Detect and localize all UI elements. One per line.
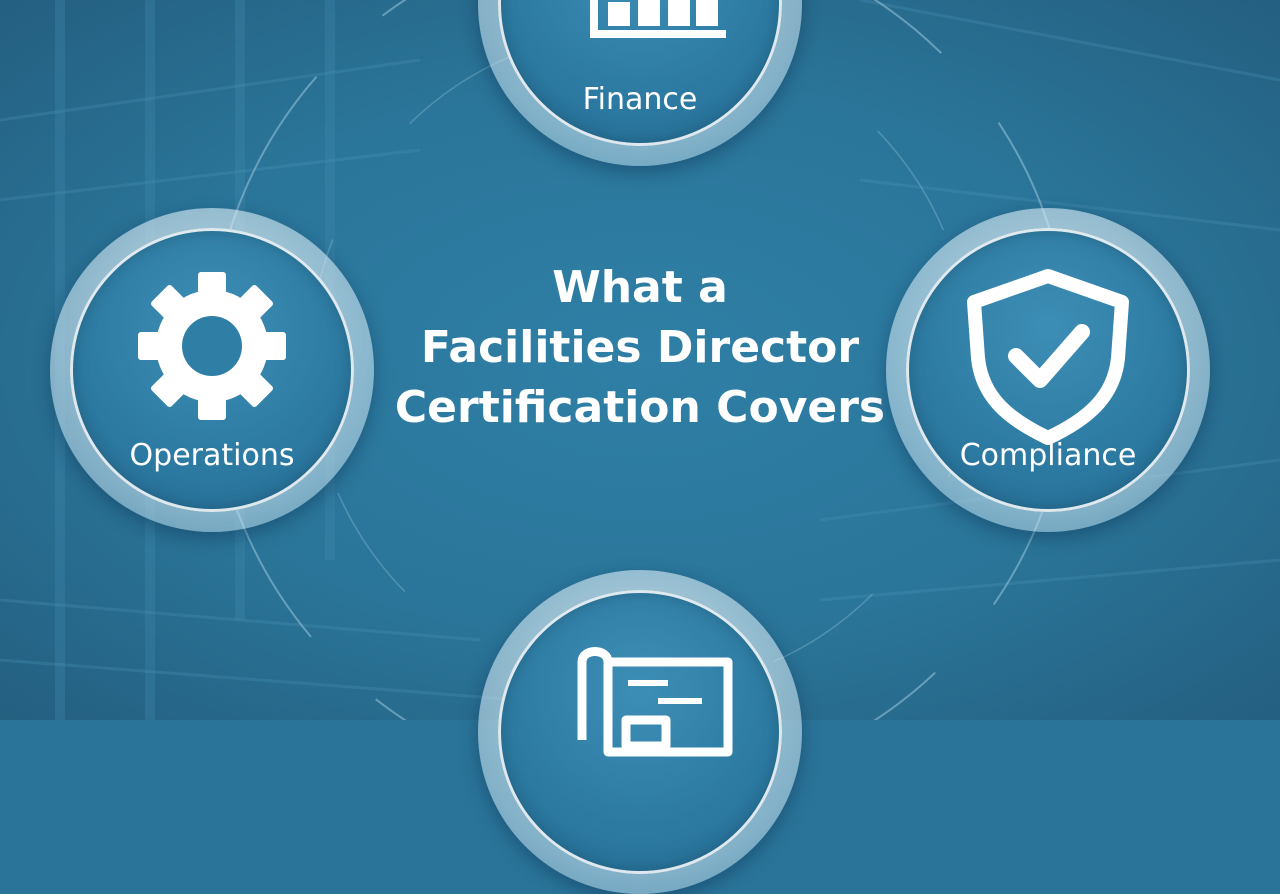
operations-node: Operations bbox=[50, 208, 374, 532]
compliance-node-inner: Compliance bbox=[906, 228, 1190, 512]
operations-node-inner: Operations bbox=[70, 228, 354, 512]
finance-label: Finance bbox=[582, 82, 698, 117]
title-line-1: What a bbox=[552, 262, 728, 313]
compliance-label: Compliance bbox=[959, 438, 1137, 473]
operations-label: Operations bbox=[129, 438, 295, 473]
shield-check-icon bbox=[967, 269, 1129, 445]
finance-node-inner: Finance bbox=[498, 0, 782, 146]
title-line-2: Facilities Director bbox=[420, 322, 860, 373]
title-line-3: Certification Covers bbox=[394, 382, 886, 433]
planning-node-inner bbox=[498, 590, 782, 874]
diagram-title: What a Facilities Director Certification… bbox=[340, 258, 940, 438]
compliance-node: Compliance bbox=[886, 208, 1210, 532]
planning-node bbox=[478, 570, 802, 894]
finance-node: Finance bbox=[478, 0, 802, 166]
blueprint-icon bbox=[577, 647, 733, 757]
gear-icon bbox=[138, 272, 286, 420]
bar-chart-icon bbox=[590, 0, 726, 38]
